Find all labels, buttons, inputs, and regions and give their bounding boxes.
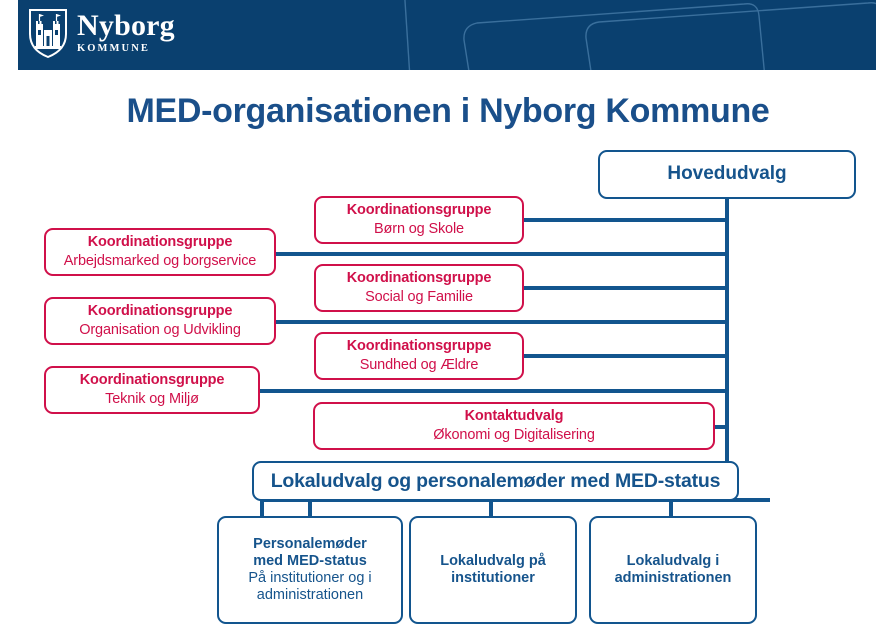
node-line: Arbejdsmarked og borgservice (63, 253, 257, 269)
nyborg-castle-shield-icon (29, 9, 67, 58)
nyborg-logo: Nyborg KOMMUNE (28, 8, 175, 58)
node-koordinationsgruppe-sundhed-og-aeldre[interactable]: Koordinationsgruppe Sundhed og Ældre (314, 332, 524, 380)
node-line: Koordinationsgruppe (346, 338, 492, 355)
node-line: Koordinationsgruppe (346, 270, 492, 287)
page-title: MED-organisationen i Nyborg Kommune (126, 92, 770, 130)
node-koordinationsgruppe-teknik-og-miljoe[interactable]: Koordinationsgruppe Teknik og Miljø (44, 366, 260, 414)
node-line: administrationen (614, 570, 732, 586)
node-lokaludvalg-paa-institutioner[interactable]: Lokaludvalg på institutioner (409, 516, 577, 624)
node-line: Kontaktudvalg (464, 408, 564, 425)
node-lokaludvalg-og-personalemoeder-banner[interactable]: Lokaludvalg og personalemøder med MED-st… (252, 461, 739, 501)
node-line: Børn og Skole (374, 221, 464, 237)
node-line: Koordinationsgruppe (346, 202, 492, 219)
node-hovedudvalg[interactable]: Hovedudvalg (598, 150, 856, 199)
node-line: med MED-status (253, 553, 367, 570)
node-lokaludvalg-i-administrationen[interactable]: Lokaludvalg i administrationen (589, 516, 757, 624)
node-line: Personalemøder (253, 536, 367, 553)
node-line: Social og Familie (365, 289, 473, 305)
node-line: administrationen (256, 586, 364, 603)
node-line: På institutioner og i (248, 570, 372, 586)
node-line: Koordinationsgruppe (79, 372, 225, 389)
logo-wordmark: Nyborg (77, 9, 175, 43)
node-kontaktudvalg-oekonomi-og-digitalisering[interactable]: Kontaktudvalg Økonomi og Digitalisering (313, 402, 715, 450)
node-koordinationsgruppe-boern-og-skole[interactable]: Koordinationsgruppe Børn og Skole (314, 196, 524, 244)
node-koordinationsgruppe-social-og-familie[interactable]: Koordinationsgruppe Social og Familie (314, 264, 524, 312)
node-line: Teknik og Miljø (105, 391, 199, 407)
node-line: Organisation og Udvikling (79, 322, 241, 338)
node-personalemoeder-med-med-status[interactable]: Personalemøder med MED-status På institu… (217, 516, 403, 624)
node-line: Lokaludvalg i (626, 553, 720, 570)
node-line: Hovedudvalg (667, 163, 787, 185)
node-line: Koordinationsgruppe (87, 234, 233, 251)
logo-subtext: KOMMUNE (77, 43, 151, 55)
node-line: Lokaludvalg på (440, 553, 546, 570)
node-koordinationsgruppe-organisation-og-udvikling[interactable]: Koordinationsgruppe Organisation og Udvi… (44, 297, 276, 345)
node-line: Økonomi og Digitalisering (433, 427, 595, 443)
node-line: Sundhed og Ældre (359, 357, 479, 373)
node-line: institutioner (451, 570, 535, 586)
node-koordinationsgruppe-arbejdsmarked-og-borgservice[interactable]: Koordinationsgruppe Arbejdsmarked og bor… (44, 228, 276, 276)
node-line: Koordinationsgruppe (87, 303, 233, 320)
node-line: Lokaludvalg og personalemøder med MED-st… (270, 469, 721, 492)
